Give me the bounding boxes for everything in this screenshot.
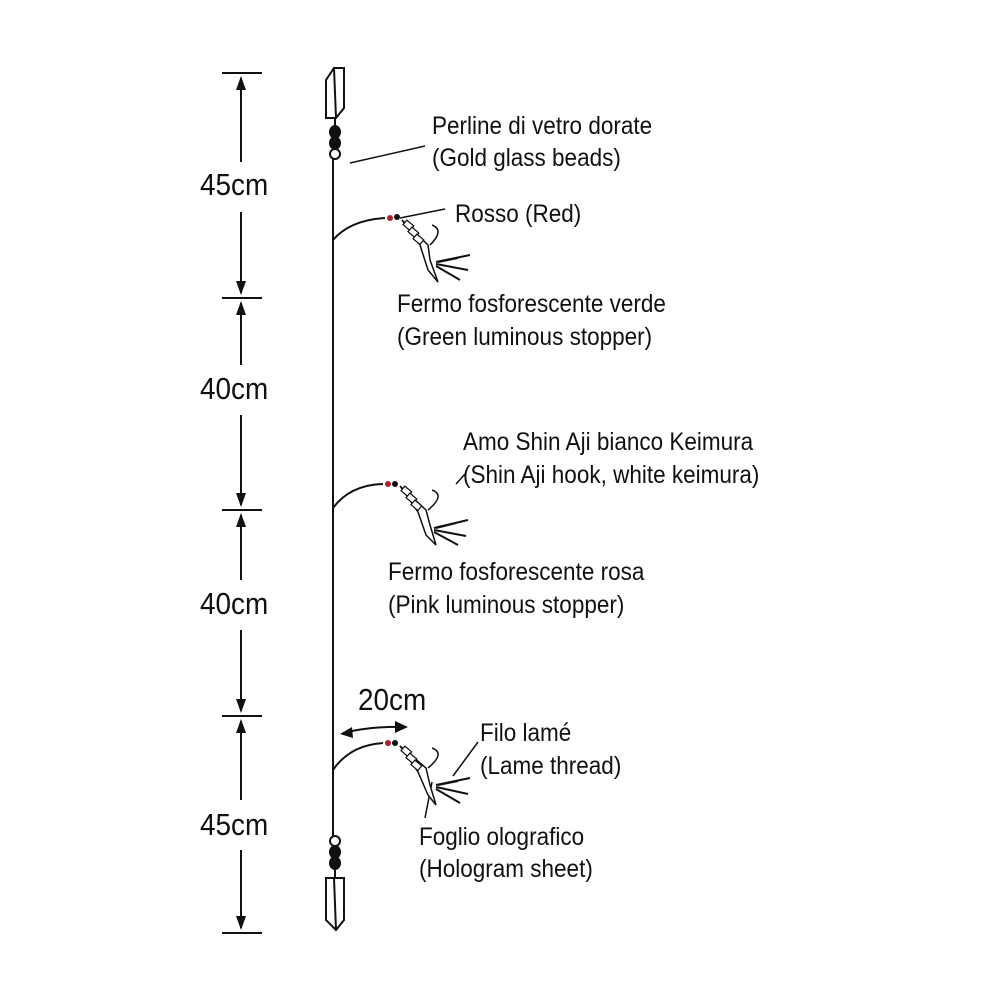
label-pink-stopper-it: Fermo fosforescente rosa <box>388 558 645 586</box>
label-sheet-en: (Hologram sheet) <box>419 855 593 883</box>
bottom-swivel <box>325 835 345 932</box>
dimension-segment-4: 45cm <box>200 807 269 842</box>
label-red: Rosso (Red) <box>455 200 582 228</box>
label-thread-en: (Lame thread) <box>480 752 622 780</box>
dropper-2 <box>332 481 469 546</box>
dimension-dropper: 20cm <box>358 682 427 717</box>
label-pink-stopper-en: (Pink luminous stopper) <box>388 591 625 619</box>
dimension-arrowheads <box>236 76 246 930</box>
label-green-stopper-en: (Green luminous stopper) <box>397 323 653 351</box>
label-hook-en: (Shin Aji hook, white keimura) <box>463 461 760 489</box>
label-hook-it: Amo Shin Aji bianco Keimura <box>463 428 754 456</box>
label-gold-beads-it: Perline di vetro dorate <box>432 112 653 140</box>
dimension-segment-1: 45cm <box>200 167 269 202</box>
dimension-ruler <box>222 72 262 934</box>
label-green-stopper-it: Fermo fosforescente verde <box>397 290 666 318</box>
label-thread-it: Filo lamé <box>480 719 572 747</box>
dimension-segment-3: 40cm <box>200 586 269 621</box>
top-swivel <box>325 67 345 160</box>
dropper-1 <box>332 214 471 283</box>
label-sheet-it: Foglio olografico <box>419 823 585 851</box>
dimension-segment-2: 40cm <box>200 371 269 406</box>
label-gold-beads-en: (Gold glass beads) <box>432 144 621 172</box>
dropper-3 <box>332 740 471 806</box>
